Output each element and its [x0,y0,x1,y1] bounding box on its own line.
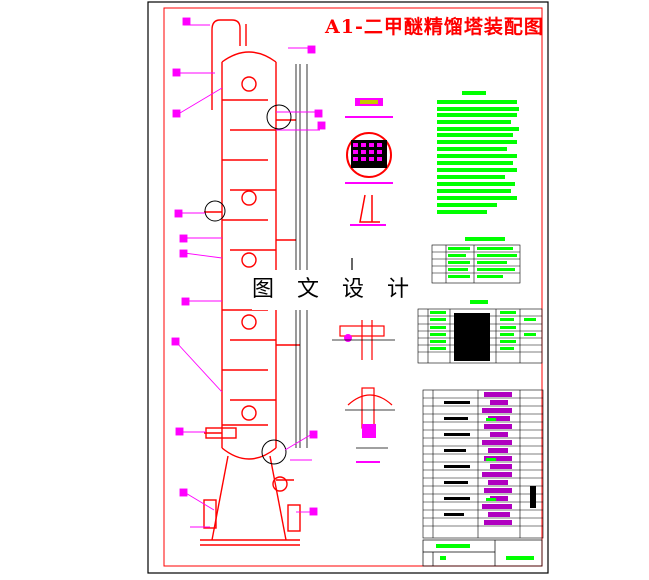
drawing-title: A1-二甲醚精馏塔装配图 [325,16,544,38]
tray-plan-view [345,98,393,184]
nozzle-table [417,300,543,364]
leader-lines [171,17,326,528]
external-piping [295,64,308,448]
title-block [422,539,543,567]
parts-list-table [422,389,544,539]
detail-callouts [204,104,292,465]
technical-requirements-block [437,91,519,214]
column-tower [200,19,301,546]
watermark-text: 图 文 设 计 [252,270,409,310]
nozzle-detail-b [345,387,395,463]
downcomer-detail [350,194,386,226]
outer-border [147,1,549,574]
nozzle-detail-a [332,258,395,360]
design-data-table [431,237,521,284]
inner-frame [163,7,543,567]
